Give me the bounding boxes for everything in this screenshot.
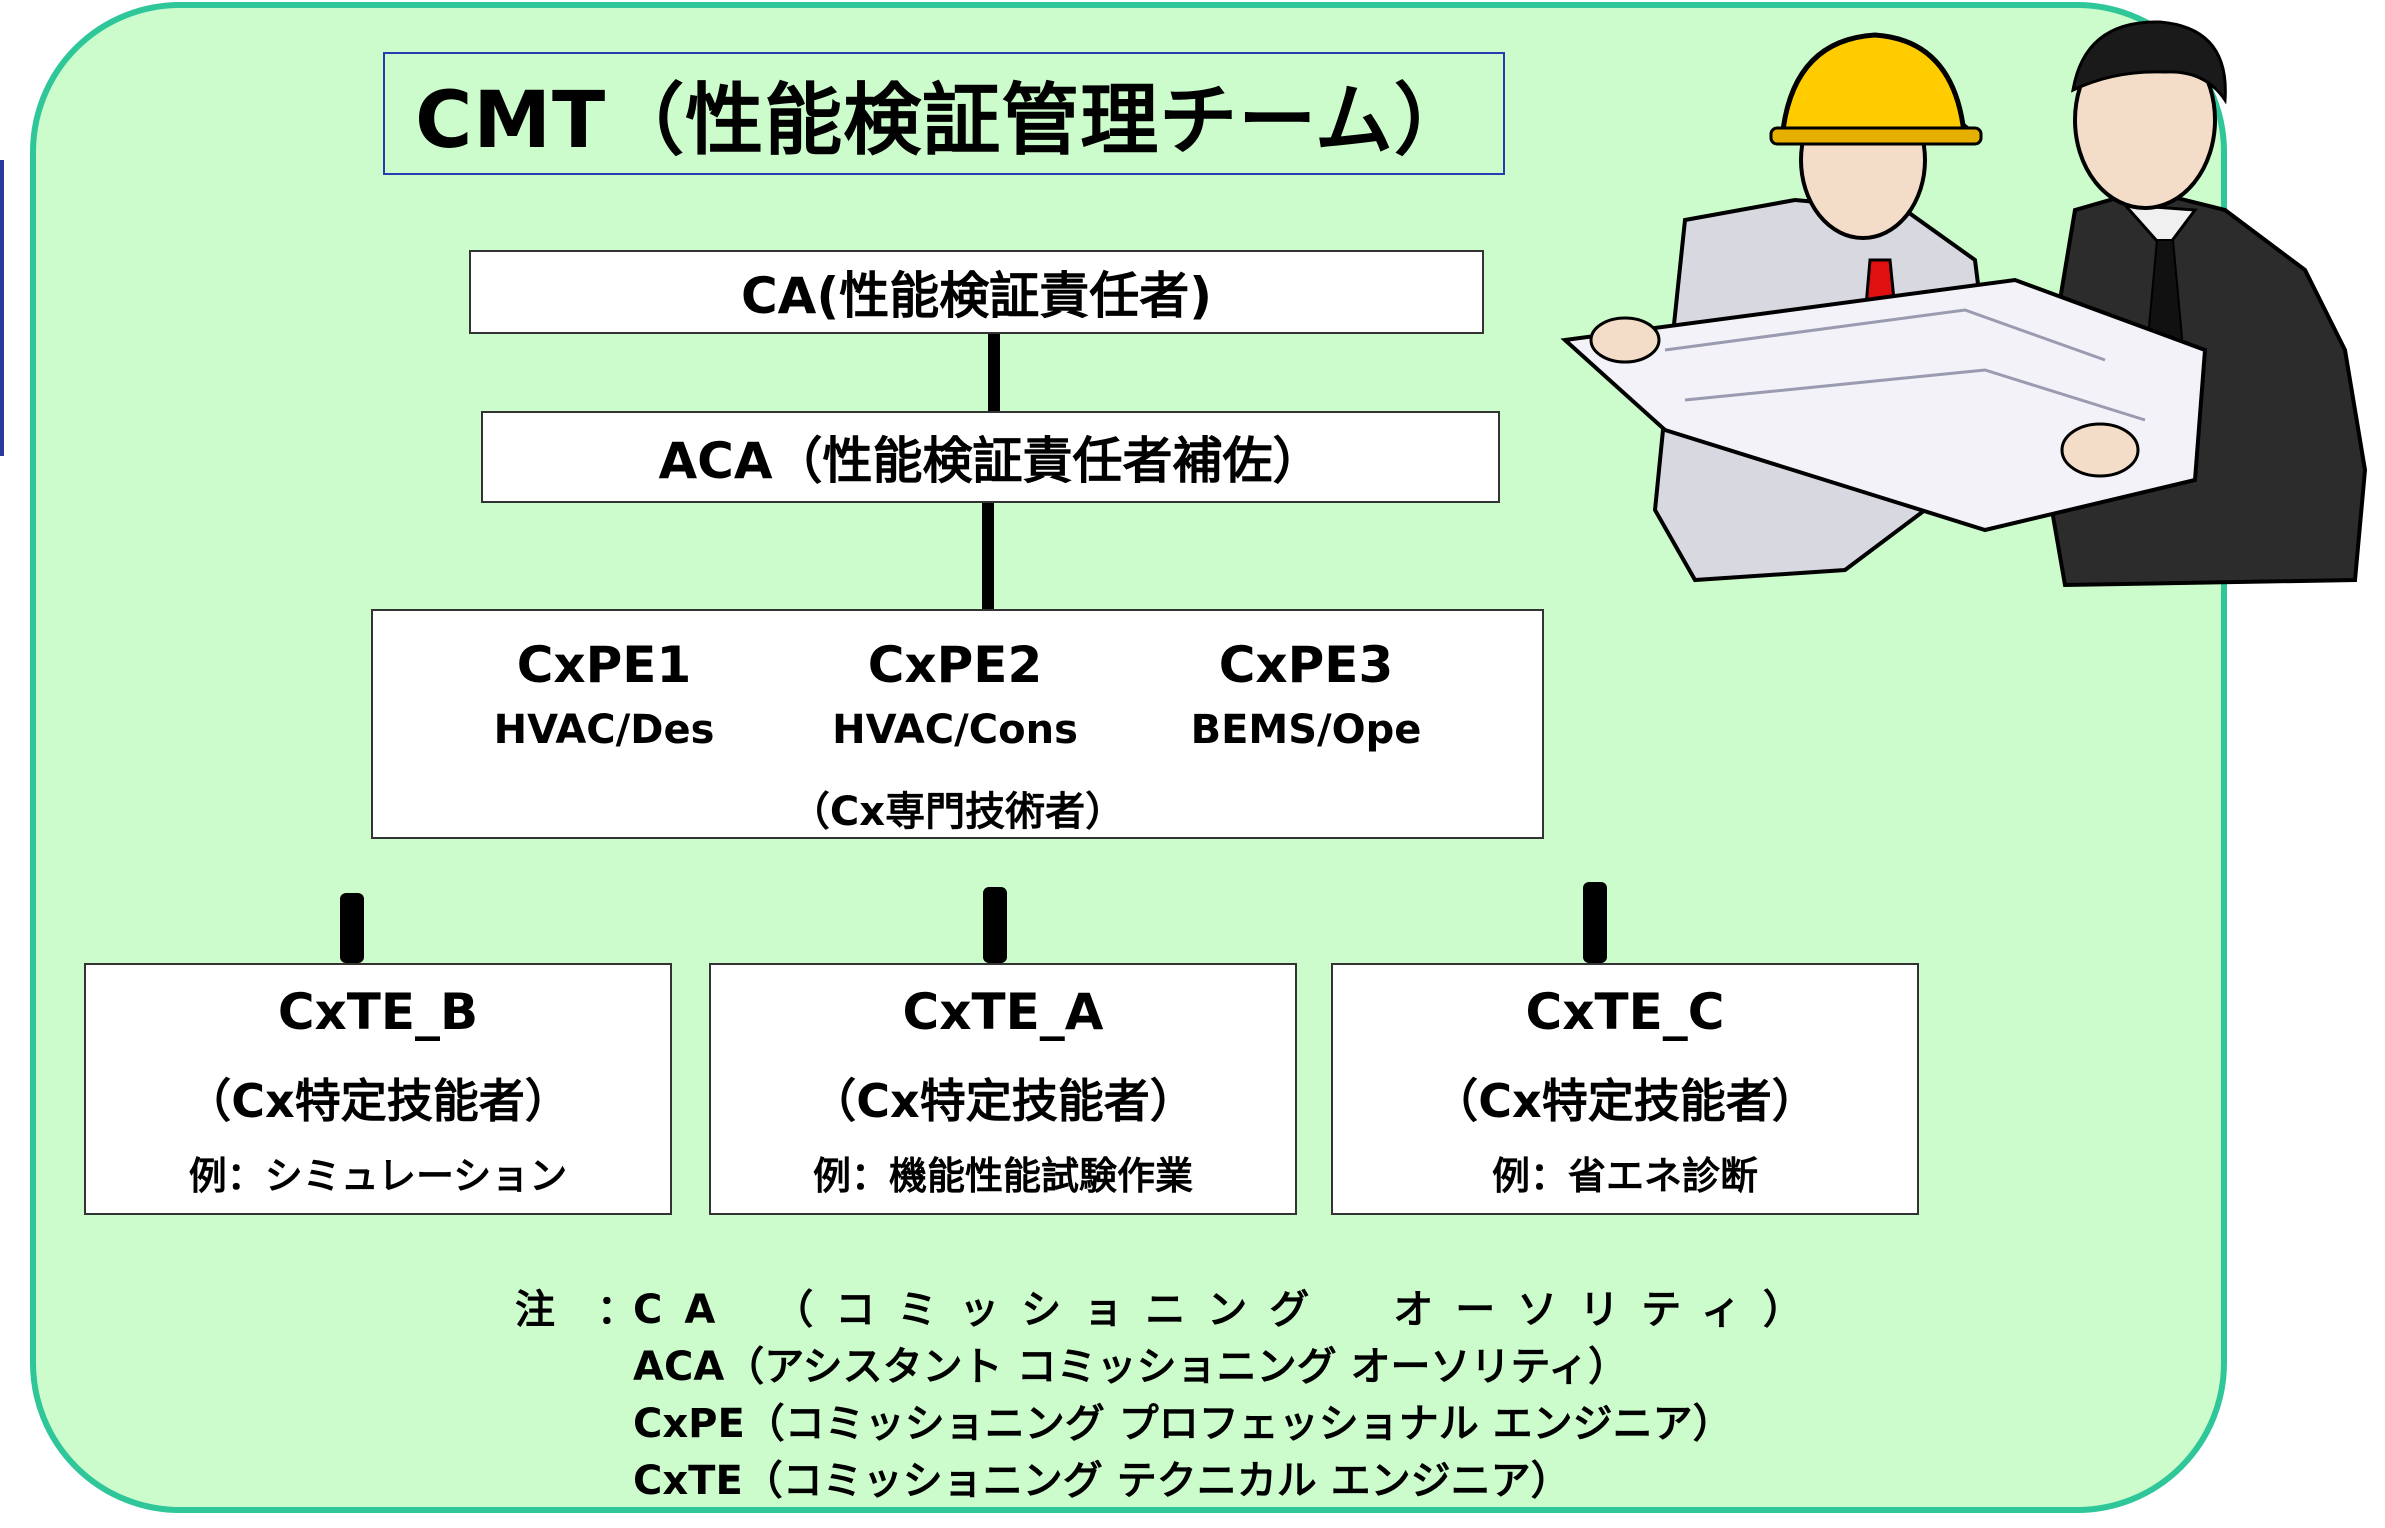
engineers-clipart xyxy=(1560,20,2368,588)
connector-ca-aca xyxy=(988,334,1000,411)
cxte-c-box: CxTE_C （Cx特定技能者） 例：省エネ診断 xyxy=(1331,963,1919,1215)
cxpe-name: CxPE2 xyxy=(867,636,1043,694)
cxte-name: CxTE_A xyxy=(902,983,1104,1041)
cxte-b-box: CxTE_B （Cx特定技能者） 例：シミュレーション xyxy=(84,963,672,1215)
note-row-3: CxPE（コミッショニング プロフェッショナル エンジニア） xyxy=(515,1396,1825,1453)
cxte-subtitle: （Cx特定技能者） xyxy=(810,1074,1196,1128)
ca-box: CA(性能検証責任者) xyxy=(469,250,1484,334)
cxpe-role: BEMS/Ope xyxy=(1190,707,1422,753)
note-row-4: CxTE（コミッショニング テクニカル エンジニア） xyxy=(515,1453,1825,1510)
note-line: CA （コミッショニング オーソリティ） xyxy=(633,1287,1825,1333)
cxpe-member-3: CxPE3 BEMS/Ope xyxy=(1146,633,1466,753)
cxte-example: 例：省エネ診断 xyxy=(1491,1154,1758,1198)
cxte-example: 例：シミュレーション xyxy=(188,1154,568,1198)
cxpe-role: HVAC/Des xyxy=(493,707,715,753)
cxte-example: 例：機能性能試験作業 xyxy=(812,1154,1193,1198)
aca-box: ACA（性能検証責任者補佐） xyxy=(481,411,1500,503)
note-prefix: 注 ： xyxy=(515,1287,651,1333)
diagram-title: CMT（性能検証管理チーム） xyxy=(383,52,1505,175)
connector-cxte-a xyxy=(983,887,1007,963)
slide-edge-bar xyxy=(0,160,4,456)
note-row-2: ACA（アシスタント コミッショニング オーソリティ） xyxy=(515,1339,1825,1396)
cxpe-member-1: CxPE1 HVAC/Des xyxy=(444,633,764,753)
connector-aca-cxpe xyxy=(982,503,994,609)
note-line: ACA（アシスタント コミッショニング オーソリティ） xyxy=(633,1344,1629,1390)
note-line: CxPE（コミッショニング プロフェッショナル エンジニア） xyxy=(633,1401,1733,1447)
note-line: CxTE（コミッショニング テクニカル エンジニア） xyxy=(633,1458,1571,1504)
abbreviation-notes: 注 ：CA （コミッショニング オーソリティ） ACA（アシスタント コミッショ… xyxy=(515,1282,1825,1510)
cxpe-box: CxPE1 HVAC/Des CxPE2 HVAC/Cons CxPE3 BEM… xyxy=(371,609,1544,839)
cxpe-name: CxPE1 xyxy=(516,636,692,694)
cxpe-member-2: CxPE2 HVAC/Cons xyxy=(795,633,1115,753)
connector-cxte-b xyxy=(340,893,364,963)
note-row-1: 注 ：CA （コミッショニング オーソリティ） xyxy=(515,1282,1825,1339)
cxte-a-box: CxTE_A （Cx特定技能者） 例：機能性能試験作業 xyxy=(709,963,1297,1215)
cxte-subtitle: （Cx特定技能者） xyxy=(185,1074,571,1128)
cxte-name: CxTE_C xyxy=(1525,983,1725,1041)
cxpe-subtitle: （Cx専門技術者） xyxy=(789,789,1126,835)
cxpe-role: HVAC/Cons xyxy=(832,707,1078,753)
cxpe-name: CxPE3 xyxy=(1218,636,1394,694)
cxte-subtitle: （Cx特定技能者） xyxy=(1432,1074,1818,1128)
cxte-name: CxTE_B xyxy=(277,983,479,1041)
connector-cxte-c xyxy=(1583,882,1607,963)
